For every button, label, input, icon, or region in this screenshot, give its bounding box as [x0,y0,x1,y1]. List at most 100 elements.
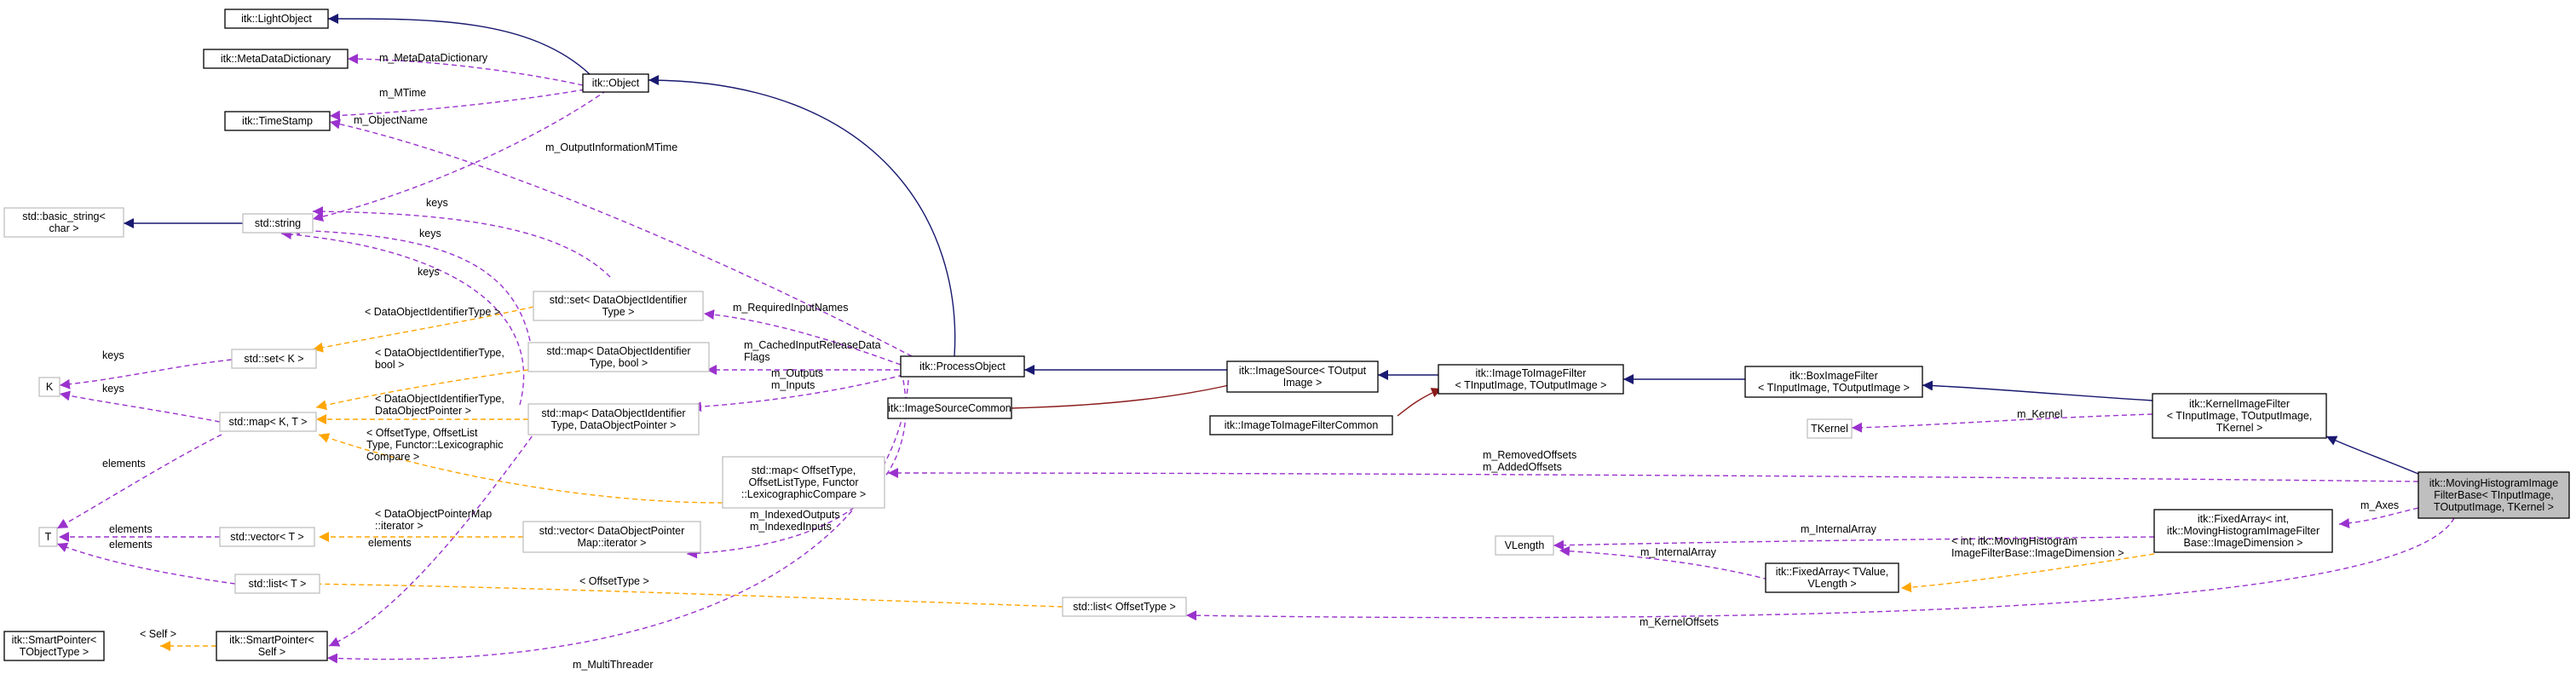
class-node-box [231,349,317,369]
edge-label-text: keys [102,349,124,361]
class-node-boxfilter[interactable]: itk::BoxImageFilter< TInputImage, TOutpu… [1744,366,1923,398]
edge-T-listT [56,542,236,585]
class-node-K[interactable]: K [38,377,61,397]
edge-label-text: < OffsetType > [579,575,649,587]
class-node-mapDOIptr[interactable]: std::map< DataObjectIdentifierType, Data… [527,403,700,435]
class-node-spObj[interactable]: itk::SmartPointer<TObjectType > [3,631,105,661]
class-node-label: K [46,381,54,393]
class-node-label: T [45,531,52,543]
class-node-listOffset[interactable]: std::list< OffsetType > [1062,597,1187,617]
class-node-mapDOIbool[interactable]: std::map< DataObjectIdentifierType, bool… [527,342,710,372]
edge-label-text: DataObjectPointer > [375,405,471,417]
class-node-label: std::basic_string< [22,210,106,222]
class-node-lightobject[interactable]: itk::LightObject [224,9,329,29]
class-node-object[interactable]: itk::Object [582,73,649,93]
class-node-label: itk::ProcessObject [919,360,1006,372]
edge-setK-setDOI [312,306,534,353]
edge-label-kernel: m_Kernel [2017,408,2063,420]
class-node-label: itk::MovingHistogramImage [2429,477,2558,489]
class-node-processobject[interactable]: itk::ProcessObject [900,355,1025,378]
class-node-itifcommon[interactable]: itk::ImageToImageFilterCommon [1209,415,1393,435]
class-node-T[interactable]: T [38,527,58,547]
edge-label-axes: m_Axes [2360,499,2399,511]
class-node-vectorT[interactable]: std::vector< T > [219,527,315,547]
class-node-fixedarray[interactable]: itk::FixedArray< int,itk::MovingHistogra… [2153,509,2333,553]
class-node-box [1438,364,1624,395]
edge-label-elements3: elements [109,539,153,551]
class-node-vectorDOP[interactable]: std::vector< DataObjectPointerMap::itera… [522,521,701,553]
class-node-fixedarrayTV[interactable]: itk::FixedArray< TValue,VLength > [1765,562,1899,593]
class-node-mapOffset[interactable]: std::map< OffsetType,OffsetListType, Fun… [722,456,885,509]
edge-K-setK [59,359,233,389]
class-node-imagesourcecommon[interactable]: itk::ImageSourceCommon [887,397,1012,419]
edge-label-text: Compare > [366,451,419,463]
class-node-label: itk::SmartPointer< [229,634,314,646]
edge-label-multithreader: m_MultiThreader [573,659,653,671]
edge-label-internal1: m_InternalArray [1801,523,1877,535]
edge-label-dopmap: < DataObjectPointerMap::iterator > [375,508,492,532]
edge-label-text: Flags [744,351,770,363]
class-node-label: std::vector< T > [230,531,303,543]
class-node-label: < TInputImage, TOutputImage, [2167,410,2313,422]
class-node-spSelf[interactable]: itk::SmartPointer<Self > [216,631,328,661]
class-node-itif[interactable]: itk::ImageToImageFilter< TInputImage, TO… [1438,364,1624,395]
edge-K-mapKT [59,390,221,423]
edge-label-text: < int, itk::MovingHistogram [1951,535,2078,547]
class-node-label: Type, DataObjectPointer > [551,419,677,431]
class-node-label: std::vector< DataObjectPointer [539,525,685,537]
edge-label-text: m_Kernel [2017,408,2063,420]
class-node-vlength[interactable]: VLength [1495,535,1554,556]
class-node-label: itk::ImageToImageFilterCommon [1225,419,1379,431]
edge-label-text: Type, Functor::Lexicographic [366,439,504,451]
class-node-box [527,403,700,435]
edge-label-text: m_CachedInputReleaseData [744,339,881,351]
edge-metadict-object [347,54,584,86]
class-node-metadatadict[interactable]: itk::MetaDataDictionary [203,49,349,69]
class-node-label: TKernel > [2216,422,2263,434]
class-node-box [242,213,314,234]
class-node-label: std::string [255,217,301,229]
class-node-label: < TInputImage, TOutputImage > [1455,379,1607,391]
edge-label-keys4: keys [102,349,124,361]
edge-label-text: elements [109,523,153,535]
class-node-box [722,456,885,509]
edge-label-text: keys [102,383,124,395]
class-node-string[interactable]: std::string [242,213,314,234]
class-node-setDOI[interactable]: std::set< DataObjectIdentifierType > [533,291,704,321]
class-node-timestamp[interactable]: itk::TimeStamp [224,111,331,131]
class-node-label: std::list< T > [249,578,307,590]
class-node-label: Base::ImageDimension > [2183,537,2302,549]
class-node-mapKT[interactable]: std::map< K, T > [219,412,317,432]
class-node-tkernel[interactable]: TKernel [1807,418,1853,439]
class-node-box [203,49,349,69]
edge-fixedarray-fixedarrayTV [1900,553,2155,593]
edge-label-text: m_OutputInformationMTime [545,141,677,153]
class-node-listT[interactable]: std::list< T > [234,574,320,594]
class-node-kernelfilter[interactable]: itk::KernelImageFilter< TInputImage, TOu… [2152,393,2327,439]
class-node-box [1744,366,1923,398]
class-node-box [527,342,710,372]
class-node-imagesource[interactable]: itk::ImageSource< TOutputImage > [1226,360,1379,393]
edge-imagesourcecommon-imagesource [1010,378,1251,409]
edge-spSelf-mapDOIptr [328,422,543,647]
edge-label-keys3: keys [418,266,440,278]
class-node-label: FilterBase< TInputImage, [2434,489,2553,501]
class-node-label: itk::LightObject [241,13,312,25]
edge-vlength-fixedarrayTV [1559,545,1769,580]
class-node-label: itk::MetaDataDictionary [221,53,331,65]
class-node-setK[interactable]: std::set< K > [231,349,317,369]
edge-label-metadict: m_MetaDataDictionary [379,52,488,64]
edge-string-mapDOIptr [280,229,525,406]
edge-listT-listOffset [297,579,1063,608]
edge-label-offsettype: < OffsetType > [579,575,649,587]
class-node-basicstring[interactable]: std::basic_string<char > [3,207,124,238]
edge-processobject-object [648,75,956,357]
edge-label-elements4: elements [368,537,412,549]
edge-label-mtime: m_MTime [379,87,426,99]
edge-string-mapDOIbool [289,225,531,342]
